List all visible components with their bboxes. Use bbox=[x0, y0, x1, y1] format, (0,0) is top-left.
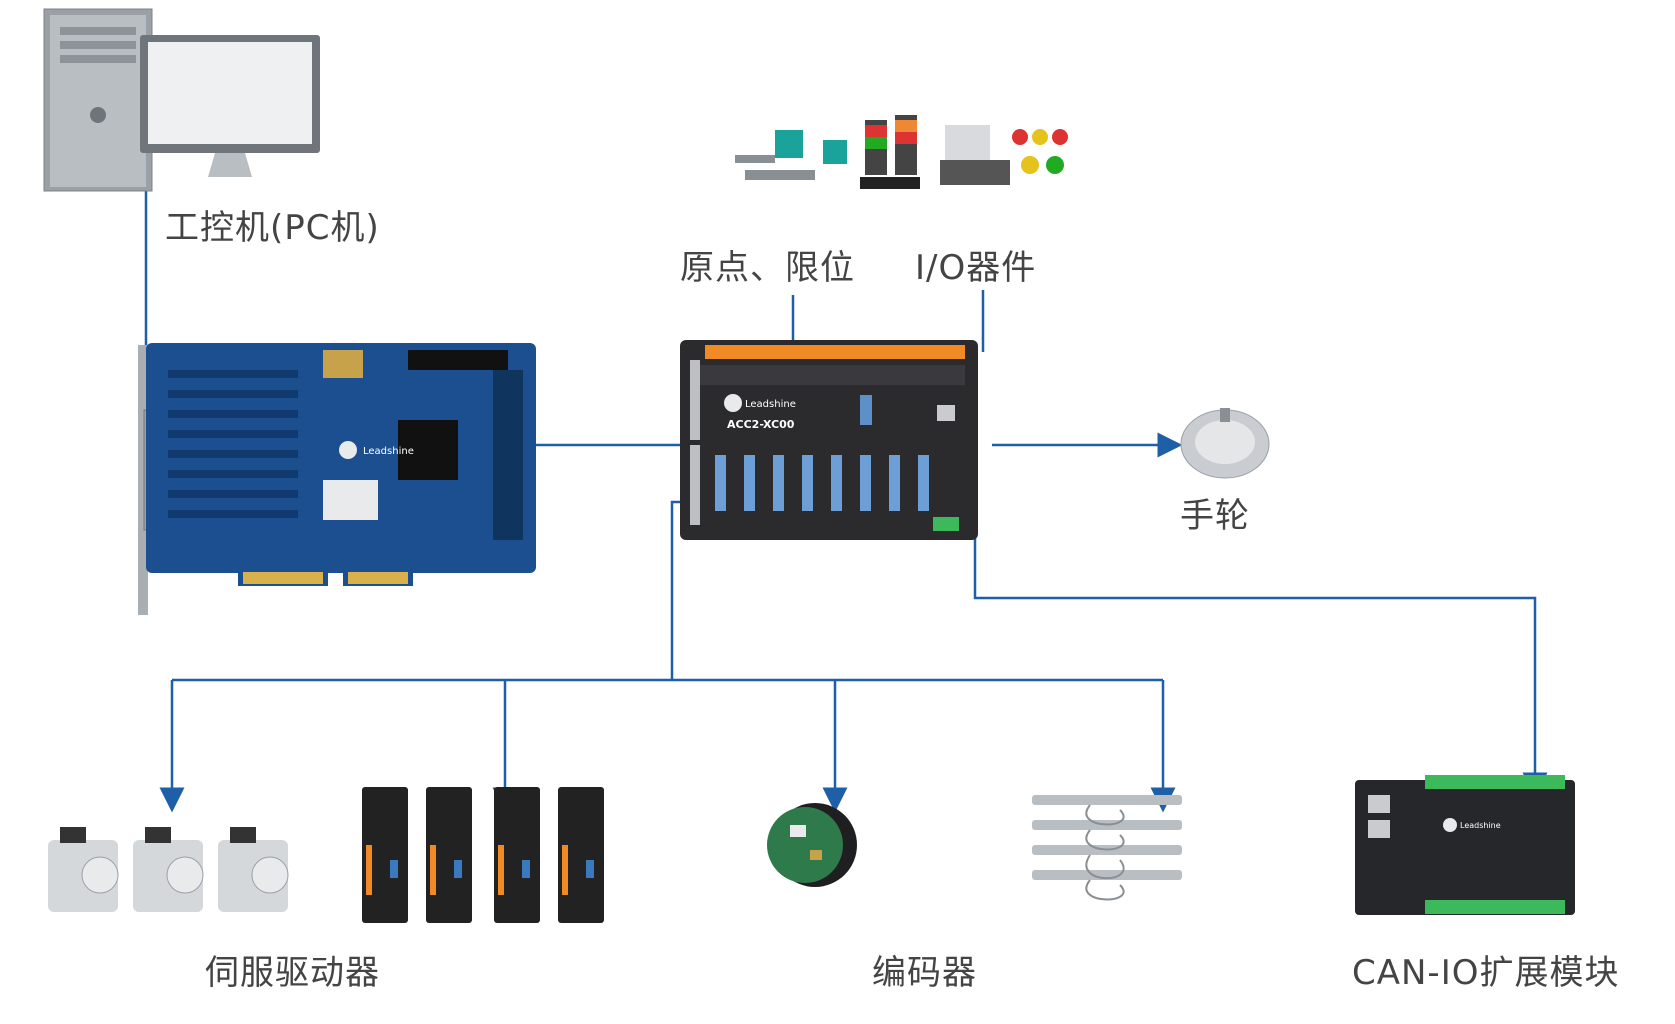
io-devices-icon bbox=[735, 115, 1068, 189]
board-brand-text: Leadshine bbox=[745, 399, 796, 410]
canio-brand-text: Leadshine bbox=[1460, 821, 1501, 830]
servo-motor-icon bbox=[48, 827, 289, 912]
encoder-icon bbox=[767, 803, 857, 887]
terminal-board-icon: Leadshine ACC2-XC00 bbox=[680, 340, 978, 540]
canio-module-icon: Leadshine bbox=[1355, 775, 1575, 915]
motion-card-icon: Leadshine bbox=[138, 343, 536, 615]
handwheel-label: 手轮 bbox=[1180, 496, 1250, 536]
board-model-text: ACC2-XC00 bbox=[727, 418, 795, 431]
canio-label: CAN-IO扩展模块 bbox=[1352, 953, 1620, 993]
card-brand-text: Leadshine bbox=[363, 446, 414, 457]
home-limit-label: 原点、限位 bbox=[680, 248, 855, 288]
handwheel-icon bbox=[1180, 408, 1270, 479]
servo-drive-icon bbox=[362, 787, 604, 923]
encoder-label: 编码器 bbox=[872, 953, 977, 993]
wire-canio bbox=[973, 430, 1548, 798]
servo-label: 伺服驱动器 bbox=[205, 953, 380, 993]
pc-label: 工控机(PC机) bbox=[165, 208, 380, 248]
io-devices-label: I/O器件 bbox=[915, 248, 1037, 288]
linear-scale-icon bbox=[1032, 795, 1182, 901]
pc-icon bbox=[43, 8, 320, 192]
